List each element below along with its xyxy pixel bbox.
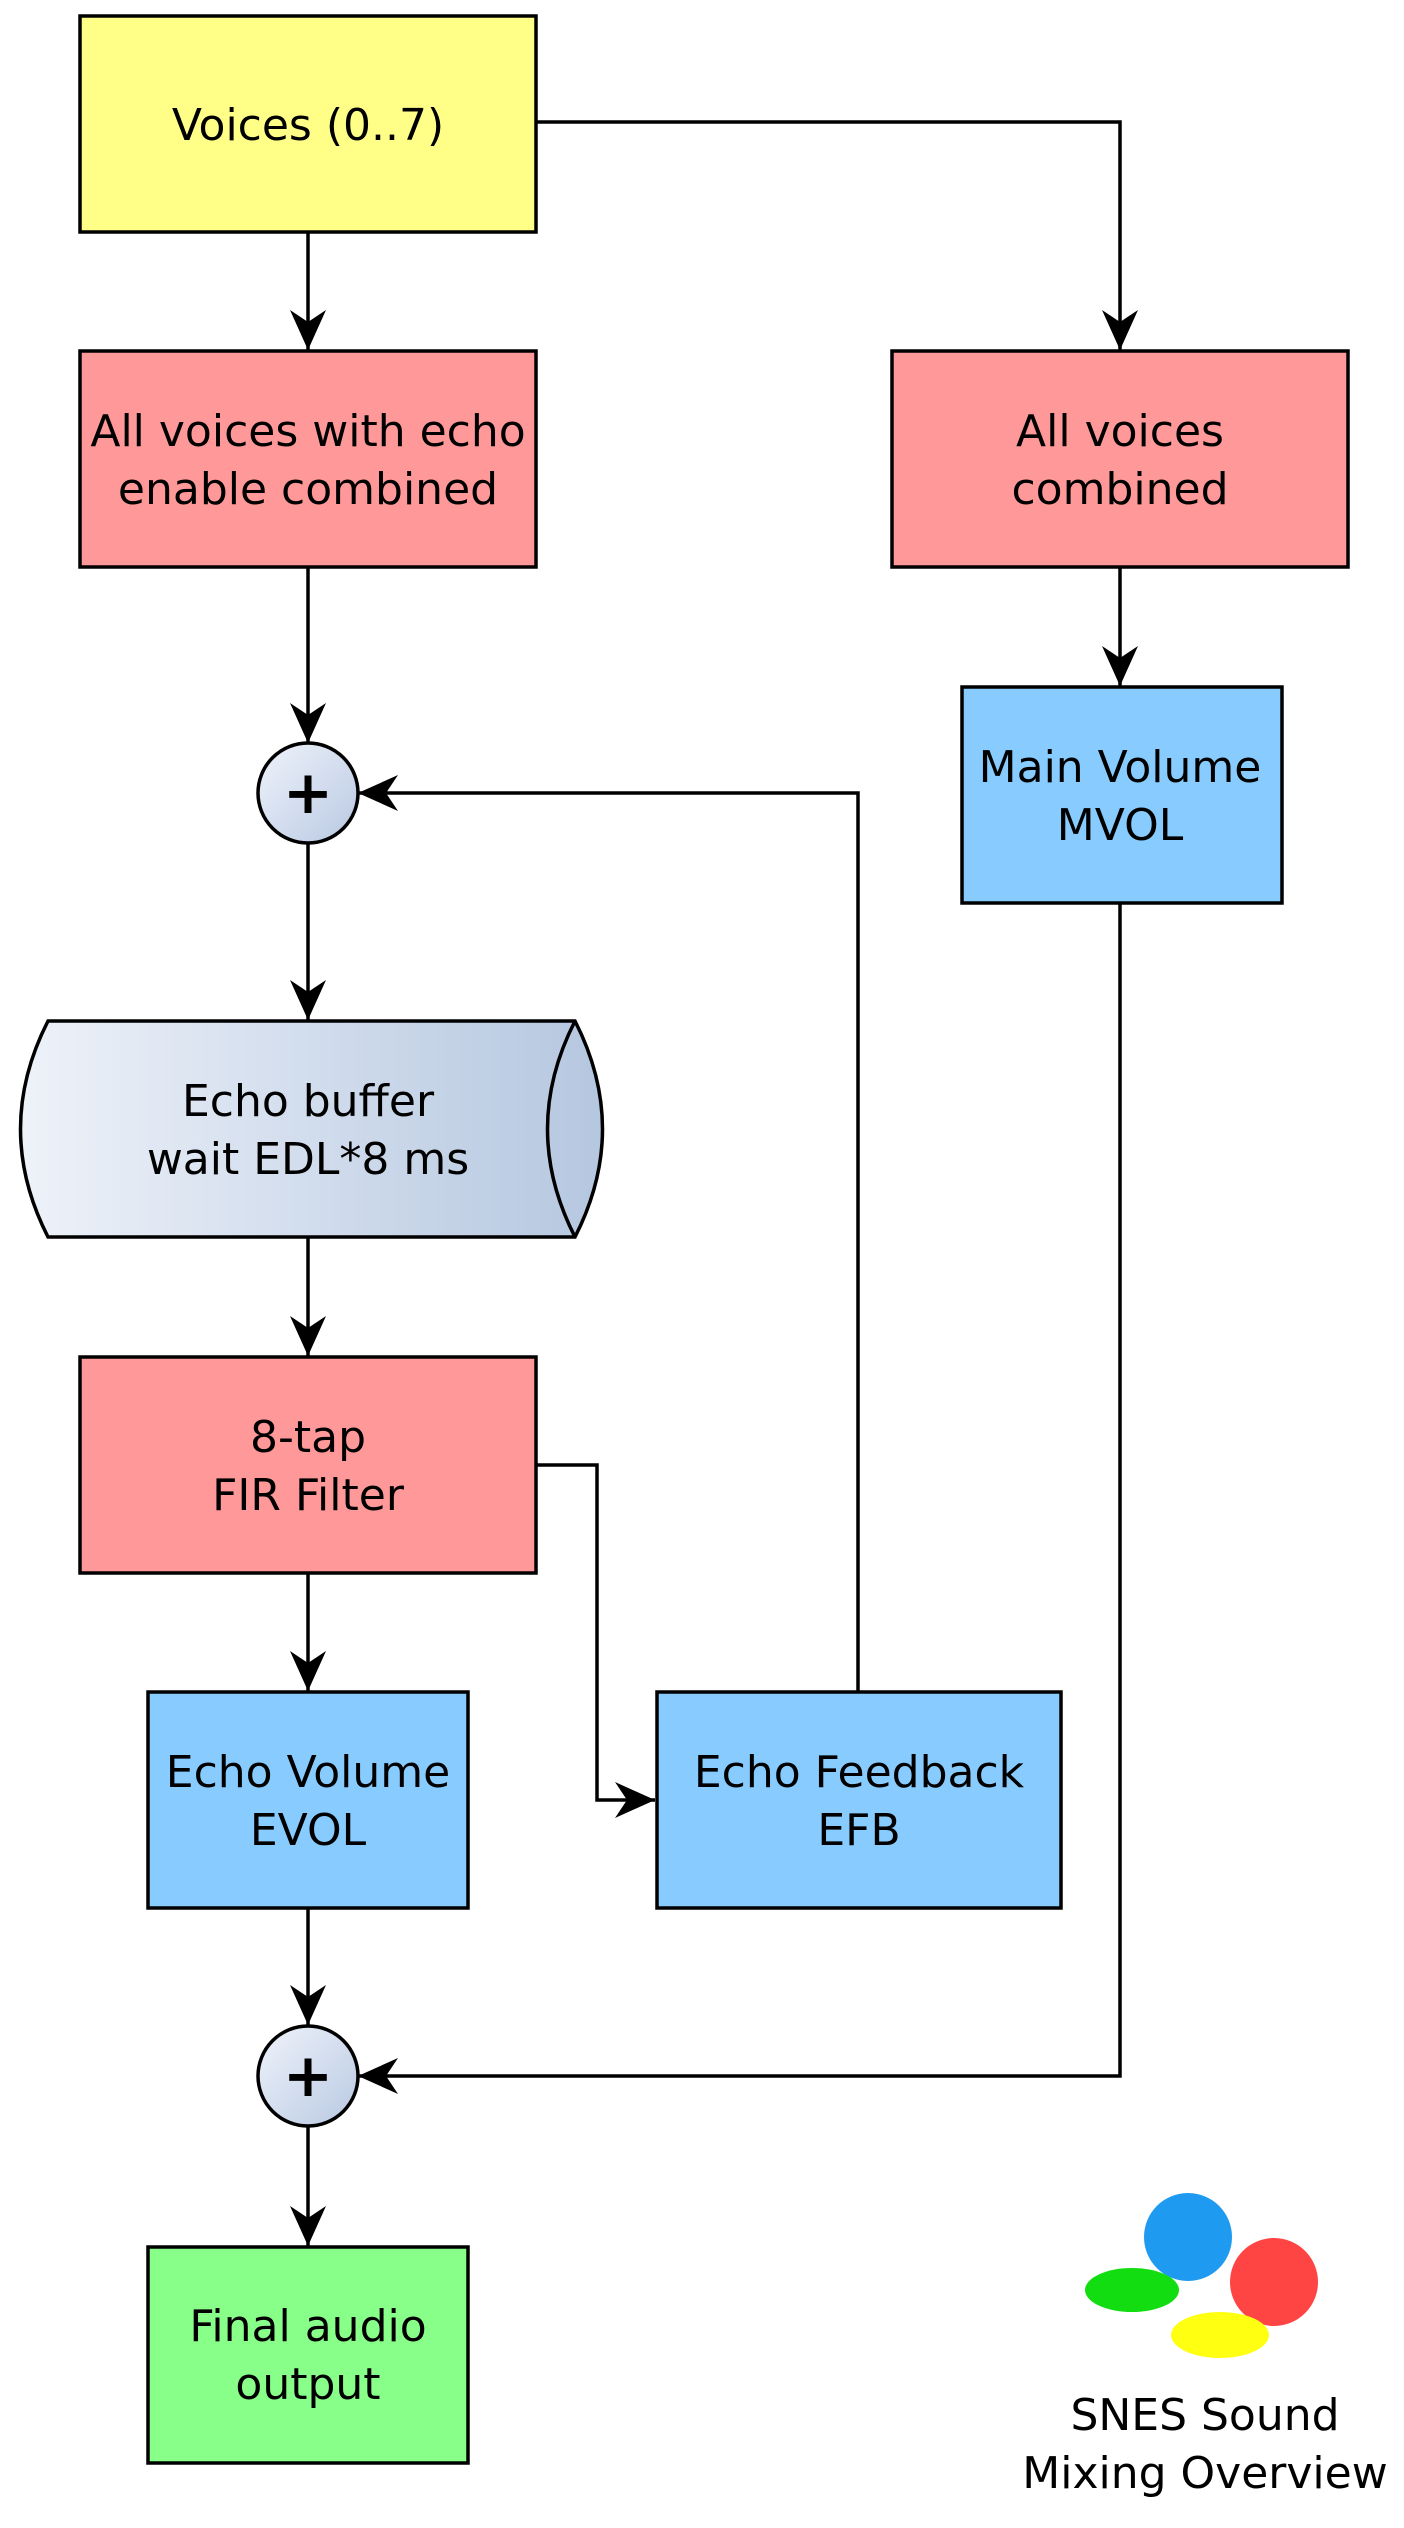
echo-buffer-label-line2: wait EDL*8 ms: [147, 1134, 469, 1185]
adder-top-symbol: +: [283, 758, 333, 828]
echo-feedback-label-line2: EFB: [817, 1805, 900, 1856]
edge-main-volume-to-adder-bottom: [358, 903, 1122, 2094]
final-output-label-line2: output: [235, 2359, 380, 2410]
final-output-node: Final audio output: [146, 2245, 470, 2465]
echo-combined-label-line1: All voices with echo: [90, 406, 525, 457]
main-volume-label-line2: MVOL: [1057, 800, 1184, 851]
echo-buffer-node: Echo buffer wait EDL*8 ms: [18, 1019, 605, 1239]
adder-bottom-symbol: +: [283, 2041, 333, 2111]
logo-caption-line2: Mixing Overview: [1022, 2448, 1387, 2499]
logo-caption-line1: SNES Sound: [1070, 2390, 1339, 2441]
echo-feedback-node: Echo Feedback EFB: [655, 1690, 1063, 1910]
voices-label: Voices (0..7): [172, 100, 444, 151]
all-combined-label-line2: combined: [1011, 464, 1228, 515]
all-combined-label-line1: All voices: [1016, 406, 1224, 457]
adder-bottom-node: +: [256, 2024, 360, 2128]
snes-logo-icon: [1085, 2193, 1318, 2358]
echo-volume-label-line1: Echo Volume: [166, 1747, 450, 1798]
echo-buffer-label-line1: Echo buffer: [182, 1076, 435, 1127]
edge-echo-feedback-to-adder-top: [358, 775, 860, 1691]
fir-filter-node: 8-tap FIR Filter: [78, 1355, 538, 1575]
fir-filter-label-line1: 8-tap: [250, 1412, 366, 1463]
all-combined-node: All voices combined: [890, 349, 1350, 569]
echo-feedback-label-line1: Echo Feedback: [694, 1747, 1025, 1798]
echo-combined-node: All voices with echo enable combined: [78, 349, 538, 569]
final-output-label-line1: Final audio: [189, 2301, 426, 2352]
main-volume-label-line1: Main Volume: [979, 742, 1262, 793]
fir-filter-label-line2: FIR Filter: [212, 1470, 405, 1521]
edge-fir-filter-to-echo-feedback: [536, 1463, 655, 1818]
edge-voices-to-all-combined: [536, 120, 1138, 350]
echo-volume-node: Echo Volume EVOL: [146, 1690, 470, 1910]
echo-volume-label-line2: EVOL: [250, 1805, 367, 1856]
adder-top-node: +: [256, 741, 360, 845]
edges: [290, 120, 1138, 2246]
main-volume-node: Main Volume MVOL: [960, 685, 1284, 905]
voices-node: Voices (0..7): [78, 14, 538, 234]
echo-combined-label-line2: enable combined: [118, 464, 498, 515]
